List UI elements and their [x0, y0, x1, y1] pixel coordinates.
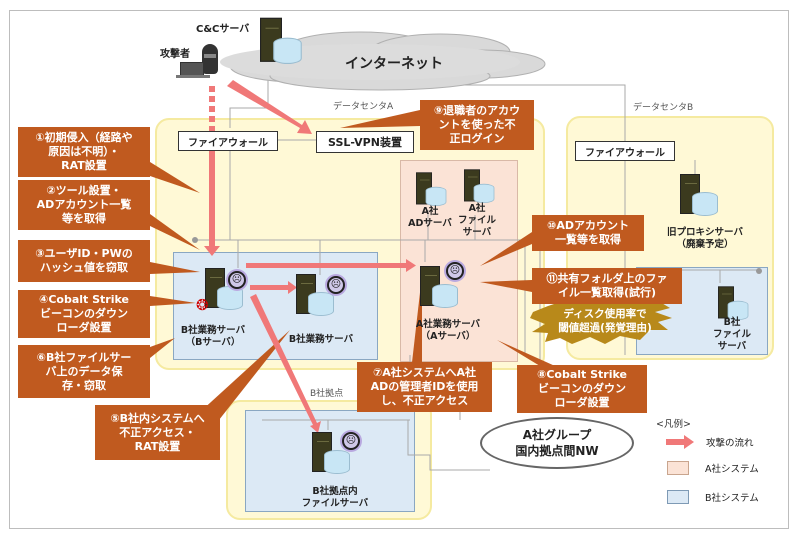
malware-icon: ☹ — [327, 276, 345, 294]
cc-server-icon — [260, 17, 304, 66]
callout-pointer-9 — [340, 110, 420, 128]
detection-burst — [530, 299, 672, 344]
junction-dot — [756, 268, 762, 274]
a-file-server-label: A社 ファイル サーバ — [457, 203, 496, 238]
callout-step-2: ②ツール設置・ ADアカウント一覧 等を取得 — [18, 180, 150, 230]
b-branch-system-zone — [245, 410, 415, 512]
ssl-vpn-device: SSL-VPN装置 — [316, 131, 414, 153]
b-file-server-label: B社 ファイル サーバ — [712, 317, 751, 352]
callout-pointer-2 — [150, 214, 200, 250]
legend-label: B社システム — [705, 493, 759, 504]
b-business-server-main-label: B社業務サーバ （Bサーバ） — [180, 325, 246, 348]
legend-title: <凡例> — [656, 419, 691, 430]
a-business-server-icon — [420, 266, 460, 310]
attacker-label: 攻撃者 — [160, 49, 190, 60]
callout-step-1: ①初期侵入（経路や 原因は不明）・ RAT設置 — [18, 127, 150, 177]
attack-arrow-b-to-a — [246, 259, 416, 272]
b-business-server-2-label: B社業務サーバ — [288, 334, 354, 345]
callout-pointer-1 — [150, 162, 200, 193]
b-branch-file-server-label: B社拠点内 ファイルサーバ — [301, 486, 369, 509]
firewall-a: ファイアウォール — [178, 131, 278, 151]
legend-item-attack-flow: 攻撃の流れ — [666, 435, 754, 449]
callout-pointer-8 — [497, 340, 555, 366]
callout-step-4: ④Cobalt Strike ビーコンのダウン ローダ設置 — [18, 290, 150, 338]
callout-pointer-7 — [410, 275, 422, 380]
callout-pointer-10 — [480, 232, 532, 266]
b-branch-label: B社拠点 — [310, 389, 344, 399]
legend-item-a-system: A社システム — [667, 461, 759, 475]
legend-item-b-system: B社システム — [667, 490, 759, 504]
datacenter-a-label: データセンタA — [333, 102, 394, 112]
attack-arrow-initial — [204, 86, 220, 256]
callout-step-7: ⑦A社システムへA社 ADの管理者IDを使用 し、不正アクセス — [357, 362, 492, 412]
b-branch-file-server-icon — [312, 432, 352, 476]
line-internet-fwa — [229, 75, 269, 128]
attack-arrow-b-to-branch — [250, 294, 321, 433]
old-proxy-server-icon — [680, 174, 720, 218]
datacenter-b-label: データセンタB — [633, 103, 694, 113]
old-proxy-server-label: 旧プロキシサーバ （廃棄予定） — [667, 227, 743, 250]
firewall-b: ファイアウォール — [575, 141, 675, 161]
callout-step-3: ③ユーザID・PWの ハッシュ値を窃取 — [18, 240, 150, 282]
callout-step-5: ⑤B社内システムへ 不正アクセス・ RAT設置 — [95, 405, 220, 460]
b-business-server-main-icon — [205, 268, 245, 312]
callout-pointer-4 — [150, 296, 196, 306]
callout-step-10: ⑩ADアカウント 一覧等を取得 — [532, 215, 644, 251]
legend-label: 攻撃の流れ — [706, 438, 754, 449]
attacker-icon — [176, 44, 226, 78]
attack-arrow-vpn — [227, 80, 312, 134]
b-business-server-2-icon — [296, 274, 336, 318]
line-internet-fwb — [400, 84, 626, 142]
malware-icon: ☹ — [446, 262, 464, 280]
fire-icon: ❂ — [196, 296, 209, 314]
callout-pointer-11 — [480, 280, 532, 292]
callout-pointer-5 — [200, 330, 290, 425]
callout-step-11: ⑪共有フォルダ上のファ イル一覧取得(試行) — [532, 268, 682, 304]
internet-label: インターネット — [345, 56, 443, 72]
junction-dot — [192, 237, 198, 243]
b-file-server-icon — [718, 286, 750, 321]
a-system-swatch — [667, 461, 689, 475]
callout-step-6: ⑥B社ファイルサー バ上のデータ保 存・窃取 — [18, 345, 150, 398]
group-network-ellipse: A社グループ 国内拠点間NW — [480, 417, 634, 469]
callout-pointer-6 — [150, 338, 175, 358]
legend-label: A社システム — [705, 464, 759, 475]
b-system-swatch — [667, 490, 689, 504]
malware-icon: ☹ — [228, 271, 246, 289]
callout-pointer-3 — [150, 262, 200, 274]
callout-step-8: ⑧Cobalt Strike ビーコンのダウン ローダ設置 — [517, 365, 647, 413]
cc-server-label: C&Cサーバ — [196, 24, 250, 35]
a-ad-server-icon — [416, 172, 448, 207]
a-ad-server-label: A社 ADサーバ — [408, 206, 452, 229]
detection-reason-text: ディスク使用率で 閾値超過(発覚理由) — [558, 308, 652, 334]
attack-arrow-b-to-b2 — [250, 281, 297, 294]
callout-step-9: ⑨退職者のアカウ ントを使った不 正ログイン — [420, 100, 534, 150]
malware-icon: ☹ — [342, 432, 360, 450]
attack-arrow-icon — [666, 435, 694, 449]
a-file-server-icon — [464, 169, 496, 204]
a-business-server-label: A社業務サーバ （Aサーバ） — [415, 319, 481, 342]
